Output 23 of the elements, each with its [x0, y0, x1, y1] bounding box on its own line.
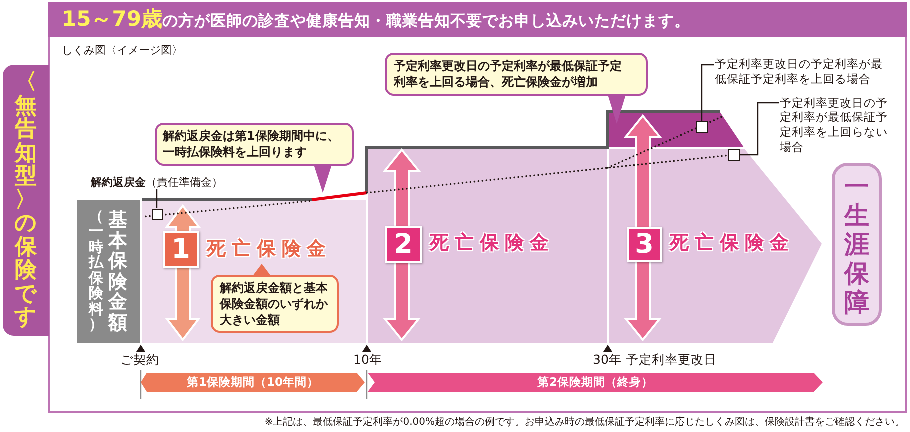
figure-label: しくみ図〈イメージ図〉 — [62, 44, 183, 58]
arrow-band: 第2保険期間（終身） — [368, 373, 823, 392]
square-marker-icon — [728, 149, 740, 161]
number-badge: 2 — [385, 226, 422, 263]
annotation-text: 解約返戻金（責任準備金） — [90, 176, 223, 189]
timeline-label: 10年 — [354, 352, 382, 368]
leader-line — [701, 64, 714, 121]
annotation-text: 予定利率更改日の予定利率が最低保証予定利率を上回る場合 — [714, 57, 890, 87]
title-banner: 15～79歳の方が医師の診査や健康告知・職業告知不要でお申し込みいただけます。 — [48, 2, 907, 37]
timeline-label: ご契約 — [120, 352, 160, 368]
leader-line — [156, 189, 158, 208]
footnote: ※上記は、最低保証予定利率が0.00%超の場合の例です。お申込み時の最低保証予定利率に応じたしくみ図は、保険設計書をご確認ください。 — [264, 416, 905, 429]
side-tab: 〈無告知型〉の保険です — [3, 65, 49, 336]
number-badge: 1 — [163, 231, 199, 268]
number-badge: 3 — [627, 227, 662, 262]
badge-caption: 死亡保険金 — [670, 232, 795, 254]
timeline-label: 30年 予定利率更改日 — [593, 352, 717, 368]
annotation-text: 予定利率更改日の予定利率が最低保証予定利率を上回らない場合 — [779, 96, 893, 154]
vertical-text-box: 一生涯保障 — [832, 163, 882, 326]
arrow-band: 第1保険期間（10年間） — [141, 373, 365, 392]
badge-caption: 死亡保険金 — [207, 238, 332, 260]
badge-caption: 死亡保険金 — [430, 232, 555, 254]
leader-line — [740, 102, 779, 156]
